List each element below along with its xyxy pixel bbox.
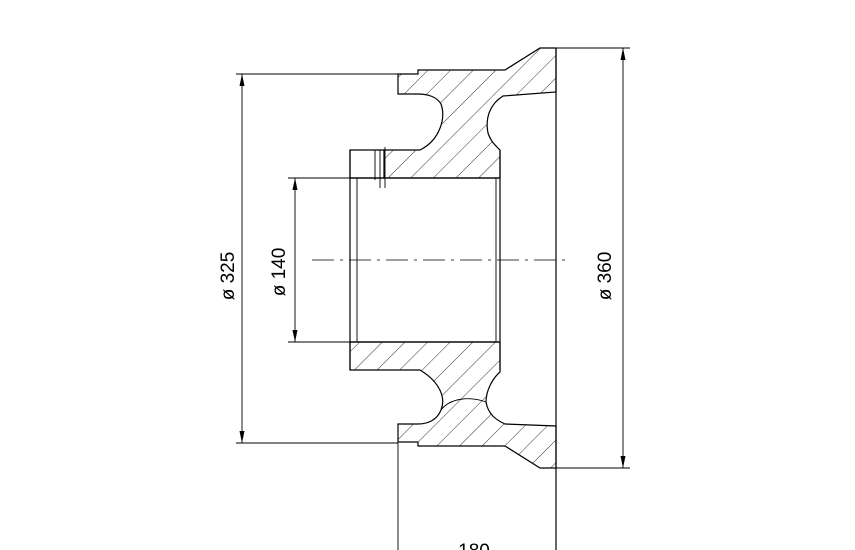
bottom-web-gap [440,398,487,411]
dim-325-label: ø 325 [218,252,239,301]
dimension-140: ø 140 [269,177,350,343]
dim-180-label: 180 [458,541,490,550]
bottom-section [349,341,557,469]
top-section [349,47,557,188]
dimension-180: 180 [397,443,490,550]
top-flange [383,47,557,179]
dim-140-label: ø 140 [269,248,290,297]
dimension-360: ø 360 [556,47,630,469]
dimension-325: ø 325 [218,73,398,444]
top-bore-lip [349,149,385,179]
bottom-flange [349,341,557,469]
dim-360-label: ø 360 [595,252,616,301]
